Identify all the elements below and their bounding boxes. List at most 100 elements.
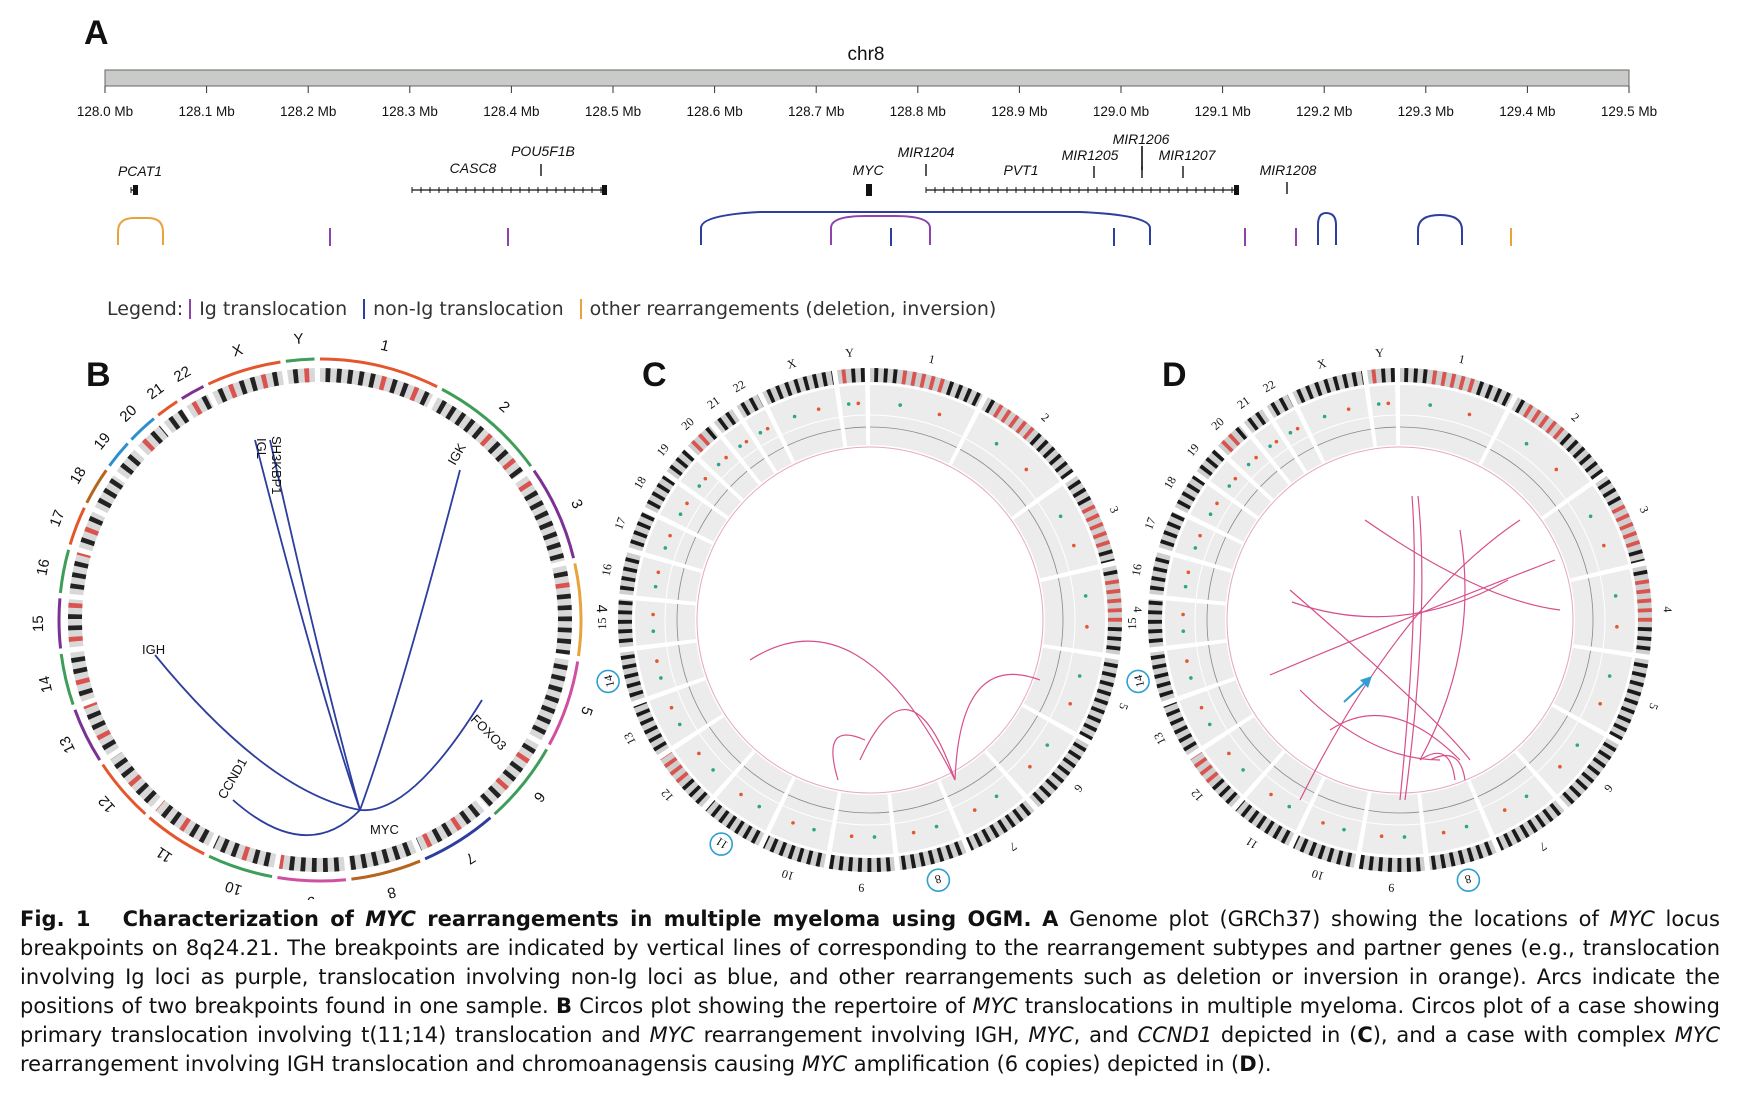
chromosome-color-arc <box>130 417 155 441</box>
ideogram-band <box>806 850 814 865</box>
legend-ig: Ig translocation <box>199 298 348 320</box>
copy-number-line <box>1058 578 1064 647</box>
chromosome-color-arc <box>573 563 583 657</box>
ideogram-band <box>1466 847 1475 862</box>
copy-number-line <box>1569 650 1591 713</box>
copy-number-line <box>1477 765 1527 798</box>
ideogram-band <box>357 371 365 386</box>
ideogram-band <box>391 845 401 861</box>
variant-dot <box>816 407 821 411</box>
caption-title: Characterization of MYC rearrangements i… <box>123 907 1032 931</box>
copy-number-line <box>787 794 835 811</box>
chromosome-label: 10 <box>780 867 796 884</box>
ideogram-band <box>127 453 141 467</box>
ideogram-band <box>158 425 169 438</box>
ideogram-band <box>378 375 387 391</box>
chromosome-label: 12 <box>1188 786 1206 804</box>
track-divider <box>1373 414 1396 418</box>
translocation-link <box>154 654 361 811</box>
ideogram-band <box>487 441 501 455</box>
rearrangement-link <box>954 673 1041 781</box>
ideogram-band <box>1549 802 1562 817</box>
variant-dot <box>678 512 683 517</box>
variant-dot <box>1072 543 1076 548</box>
ideogram-segment <box>319 368 434 408</box>
ideogram-band <box>445 405 457 421</box>
ideogram-band <box>70 583 85 590</box>
variant-dot <box>1269 792 1273 797</box>
rearrangement-link <box>749 640 956 781</box>
ideogram-band <box>538 520 554 531</box>
ideogram-band <box>910 371 917 387</box>
variant-dot <box>1077 674 1082 678</box>
variant-dot <box>1207 722 1212 727</box>
variant-dot <box>1254 455 1258 460</box>
ideogram-band <box>1081 504 1096 515</box>
ideogram-band <box>697 433 711 447</box>
ideogram-band <box>775 385 784 400</box>
chromosome-label: 10 <box>1310 867 1326 884</box>
ideogram-band <box>690 439 704 453</box>
ideogram-band <box>419 391 430 406</box>
variant-dot <box>697 484 702 488</box>
chromosome-label: X <box>1315 356 1328 372</box>
ideogram-band <box>177 409 190 424</box>
track-background <box>890 781 961 854</box>
chromosome-label: 13 <box>1151 730 1169 747</box>
track-divider <box>666 646 677 687</box>
breakpoint-arc <box>830 215 931 245</box>
ideogram-band <box>1160 539 1175 548</box>
track-divider <box>1049 652 1073 719</box>
ideogram-band <box>521 742 536 754</box>
variant-dot <box>1058 514 1063 519</box>
ideogram-band <box>1032 791 1045 805</box>
chromosome-color-arc <box>57 598 63 649</box>
gene-label: PCAT1 <box>118 163 162 179</box>
variant-dot <box>994 441 999 446</box>
ideogram-band <box>88 515 104 526</box>
title-part: rearrangements in multiple myeloma using… <box>415 907 1032 931</box>
variant-dot <box>972 808 977 812</box>
ideogram-band <box>1430 855 1437 870</box>
track-divider <box>965 438 1037 500</box>
ideogram-band <box>1220 439 1234 453</box>
variant-dot <box>1189 676 1193 680</box>
ideogram-band <box>1607 495 1622 507</box>
ideogram-band <box>263 851 271 867</box>
ideogram-band <box>168 415 181 430</box>
track-background <box>1399 385 1506 464</box>
ideogram-band <box>984 399 996 414</box>
variant-dot <box>911 830 916 835</box>
ideogram-band <box>973 832 983 848</box>
chromosome-label: 2 <box>495 398 512 416</box>
ideogram-band <box>784 381 793 397</box>
chromosome-label: 11 <box>1243 834 1260 852</box>
caption-b: B <box>555 994 572 1018</box>
ideogram-band <box>459 810 472 825</box>
copy-number-line <box>1399 426 1487 448</box>
ideogram-band <box>1522 404 1534 419</box>
ideogram-band <box>1019 802 1032 817</box>
variant-dot <box>1502 808 1507 812</box>
variant-dot <box>1185 659 1189 663</box>
ideogram-band <box>1538 414 1550 429</box>
ideogram-band <box>86 710 102 720</box>
breakpoint-track <box>117 211 1512 246</box>
chromosome-label: 18 <box>67 464 90 487</box>
chromosome-label: 20 <box>678 414 696 432</box>
ideogram-segment <box>1495 800 1565 851</box>
variant-dot <box>1342 827 1346 832</box>
chromosome-label: 4 <box>593 604 610 613</box>
variant-dot <box>846 402 851 406</box>
gene-end <box>602 185 607 195</box>
variant-dot <box>656 570 661 575</box>
variant-dot <box>757 804 762 809</box>
track-divider <box>1424 808 1479 825</box>
track-divider <box>1312 805 1363 823</box>
variant-dot <box>1193 546 1198 550</box>
gene-label: MIR1208 <box>1260 162 1317 178</box>
variant-dot <box>1346 407 1351 411</box>
variant-dot <box>1602 543 1606 548</box>
track-background <box>1420 781 1491 854</box>
ideogram-band <box>450 816 462 831</box>
